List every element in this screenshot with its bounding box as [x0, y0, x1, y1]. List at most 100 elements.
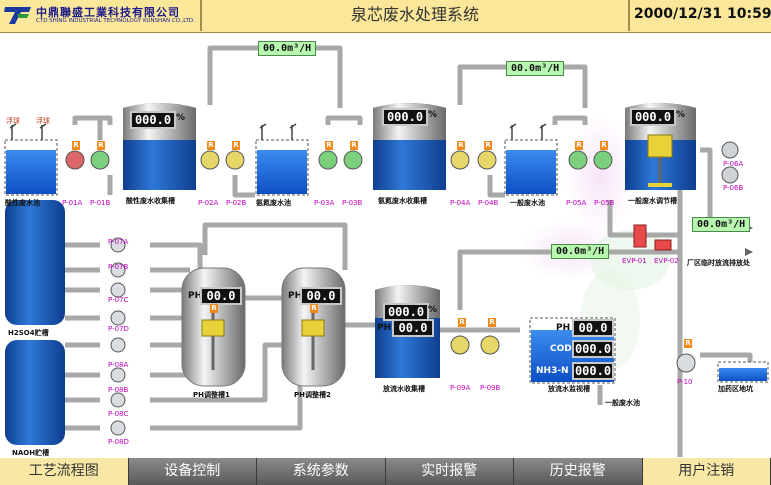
valve-label: EVP-01 — [622, 257, 647, 265]
level-unit: % — [428, 110, 438, 120]
monitor-ph-reading: 00.0 — [572, 319, 614, 337]
ph-adjust-tank-2 — [281, 267, 346, 387]
tab-user-logout[interactable]: 用户注销 — [642, 458, 771, 485]
pipes — [65, 45, 753, 457]
ammonia-pool-label: 氨氮废水池 — [256, 199, 291, 207]
pump-label: P-06B — [723, 184, 744, 192]
datetime-display: 2000/12/31 10:59 — [634, 6, 771, 22]
pump-label: P-05A — [566, 199, 587, 207]
tab-system-params[interactable]: 系统参数 — [257, 458, 386, 485]
running-indicator: R — [210, 304, 218, 313]
pump-label: P-06A — [723, 160, 744, 168]
running-indicator: R — [97, 141, 105, 150]
float-switch-icon — [9, 123, 547, 140]
valve-label: EVP-02 — [654, 257, 679, 265]
dosing-pumps — [110, 237, 126, 436]
monitor-tank-label: 放流水监视槽 — [548, 385, 590, 393]
running-indicator: R — [207, 141, 215, 150]
ph2-label: PH调整槽2 — [294, 391, 331, 399]
flow-meter-2: 00.0m³/H — [506, 61, 565, 76]
tab-process-flow[interactable]: 工艺流程图 — [0, 458, 129, 485]
pump-label: P-08D — [108, 438, 129, 446]
valves — [633, 224, 672, 251]
ph-label: PH — [556, 323, 571, 333]
cod-reading: 000.0 — [572, 340, 614, 358]
nh3-label: NH3-N — [536, 366, 569, 376]
acid-tank-level: 000.0 — [130, 111, 176, 129]
running-indicator: R — [325, 141, 333, 150]
general-tank-level: 000.0 — [630, 108, 676, 126]
ph2-reading: 00.0 — [300, 287, 342, 305]
h2so4-label: H2SO4贮槽 — [8, 329, 49, 337]
flow-meter-4: 00.0m³/H — [551, 244, 610, 259]
pump-label: P-03B — [342, 199, 363, 207]
pump-label: P-08B — [108, 386, 129, 394]
pump-label: P-07A — [108, 238, 129, 246]
running-indicator: R — [458, 318, 466, 327]
pump-label: P-07B — [108, 263, 129, 271]
company-logo-icon — [4, 7, 31, 24]
pump-label: P-01B — [90, 199, 111, 207]
pump-label: P-07C — [108, 296, 129, 304]
running-indicator: R — [310, 304, 318, 313]
pump-label: P-08A — [108, 361, 129, 369]
level-unit: % — [428, 305, 438, 315]
running-indicator: R — [484, 141, 492, 150]
pump-label: P-02A — [198, 199, 219, 207]
running-indicator: R — [457, 141, 465, 150]
float-label: 浮球 — [36, 117, 50, 125]
pump-label: P-09A — [450, 384, 471, 392]
pump-label: P-01A — [62, 199, 83, 207]
tab-device-control[interactable]: 设备控制 — [128, 458, 257, 485]
tab-history-alarm[interactable]: 历史报警 — [514, 458, 643, 485]
flow-meter-1: 00.0m³/H — [258, 41, 317, 56]
ph-adjust-tank-1 — [181, 267, 246, 387]
dosing-pit — [717, 361, 769, 383]
ph-label: PH — [188, 291, 203, 301]
running-indicator: R — [72, 141, 80, 150]
pump-label: P-07D — [108, 325, 129, 333]
ammonia-tank-level: 000.0 — [382, 108, 428, 126]
discharge-ph-reading: 00.0 — [392, 319, 434, 337]
general-tank-label: 一般废水调节槽 — [628, 197, 677, 205]
ph-label: PH — [288, 291, 303, 301]
pump-icons-top — [65, 141, 739, 184]
level-unit: % — [676, 110, 686, 120]
ph-label: PH — [377, 323, 392, 333]
acid-pool-label: 酸性废水池 — [5, 199, 40, 207]
acid-tank-label: 酸性废水收集槽 — [126, 197, 175, 205]
bottom-navigation: 工艺流程图 设备控制 系统参数 实时报警 历史报警 用户注销 — [0, 458, 771, 485]
running-indicator: R — [575, 141, 583, 150]
discharge-tank-label: 放流水收集槽 — [383, 385, 425, 393]
company-name-cn: 中鼎聯盛工業科技有限公司 — [36, 6, 180, 19]
general-pool-label: 一般废水池 — [510, 199, 545, 207]
pump-label: P-04A — [450, 199, 471, 207]
general-waste-pool — [504, 139, 558, 196]
cod-label: COD — [550, 344, 572, 354]
flow-meter-3: 00.0m³/H — [692, 217, 751, 232]
running-indicator: R — [488, 318, 496, 327]
float-label: 浮球 — [6, 117, 20, 125]
general-pool-label-2: 一般废水池 — [605, 399, 640, 407]
pump-p10-icon — [676, 353, 696, 373]
naoh-label: NAOH贮槽 — [12, 449, 50, 457]
level-unit: % — [176, 113, 186, 123]
pump-label: P-03A — [314, 199, 335, 207]
discharge-pumps — [450, 335, 500, 355]
naoh-tank — [5, 340, 65, 445]
ammonia-waste-pool — [255, 139, 309, 196]
running-indicator: R — [600, 141, 608, 150]
running-indicator: R — [232, 141, 240, 150]
acid-waste-pool — [4, 139, 58, 196]
pump-label: P-02B — [226, 199, 247, 207]
pump-label: P-10 — [677, 378, 693, 386]
ph1-label: PH调整槽1 — [193, 391, 230, 399]
ph1-reading: 00.0 — [200, 287, 242, 305]
running-indicator: R — [684, 339, 692, 348]
pump-label: P-08C — [108, 410, 129, 418]
running-indicator: R — [350, 141, 358, 150]
ammonia-tank-label: 氨氮废水收集槽 — [378, 197, 427, 205]
tab-realtime-alarm[interactable]: 实时报警 — [385, 458, 514, 485]
company-name-en: CTD SHING INDUSTRIAL TECHNOLOGY KUNSHAN … — [36, 18, 195, 24]
nh3-reading: 000.0 — [572, 362, 614, 380]
